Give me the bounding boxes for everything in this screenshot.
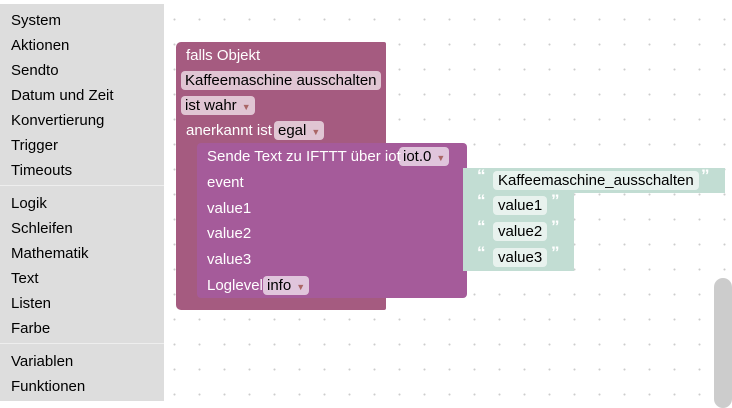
text-block-value2[interactable]: “ value2 ” bbox=[463, 217, 574, 245]
dropdown-arrow-icon: ▼ bbox=[311, 127, 321, 137]
close-quote-icon: ” bbox=[551, 217, 560, 236]
trigger-title: falls Objekt bbox=[186, 47, 261, 64]
instance-dropdown[interactable]: iot.0 ▼ bbox=[399, 147, 450, 166]
text-field[interactable]: value1 bbox=[493, 196, 548, 215]
instance-value: iot.0 bbox=[403, 148, 432, 165]
close-quote-icon: ” bbox=[701, 166, 710, 185]
object-field[interactable]: Kaffeemaschine ausschalten bbox=[181, 71, 381, 90]
input-label-value1: value1 bbox=[207, 200, 252, 217]
text-field[interactable]: value3 bbox=[493, 248, 548, 267]
ifttt-block[interactable]: Sende Text zu IFTTT über iot iot.0 ▼ even… bbox=[197, 143, 467, 298]
category-konvertierung[interactable]: Konvertierung bbox=[11, 112, 105, 129]
input-label-value3: value3 bbox=[207, 251, 252, 268]
dropdown-arrow-icon: ▼ bbox=[296, 282, 306, 292]
category-listen[interactable]: Listen bbox=[11, 295, 52, 312]
vertical-scrollbar[interactable] bbox=[714, 278, 732, 408]
ifttt-title: Sende Text zu IFTTT über iot bbox=[207, 148, 401, 165]
divider bbox=[0, 343, 164, 344]
category-logik[interactable]: Logik bbox=[11, 195, 47, 212]
category-timeouts[interactable]: Timeouts bbox=[11, 162, 73, 179]
open-quote-icon: “ bbox=[477, 191, 486, 210]
text-block-value1[interactable]: “ value1 ” bbox=[463, 191, 574, 219]
category-trigger[interactable]: Trigger bbox=[11, 137, 58, 154]
dropdown-arrow-icon: ▼ bbox=[241, 102, 251, 112]
category-system[interactable]: System bbox=[11, 12, 62, 29]
ack-value: egal bbox=[278, 122, 307, 139]
text-field[interactable]: value2 bbox=[493, 222, 548, 241]
category-datum-und-zeit[interactable]: Datum und Zeit bbox=[11, 87, 114, 104]
category-schleifen[interactable]: Schleifen bbox=[11, 220, 73, 237]
category-funktionen[interactable]: Funktionen bbox=[11, 378, 86, 395]
text-block-event[interactable]: “ Kaffeemaschine_ausschalten ” bbox=[463, 166, 725, 193]
divider bbox=[0, 185, 164, 186]
ack-label: anerkannt ist bbox=[186, 122, 272, 139]
close-quote-icon: ” bbox=[551, 191, 560, 210]
open-quote-icon: “ bbox=[477, 217, 486, 236]
toolbox-sidebar: System Aktionen Sendto Datum und Zeit Ko… bbox=[0, 4, 164, 401]
open-quote-icon: “ bbox=[477, 243, 486, 262]
category-aktionen[interactable]: Aktionen bbox=[11, 37, 70, 54]
category-mathematik[interactable]: Mathematik bbox=[11, 245, 89, 262]
condition-dropdown[interactable]: ist wahr ▼ bbox=[181, 96, 255, 115]
close-quote-icon: ” bbox=[551, 243, 560, 262]
loglevel-dropdown[interactable]: info ▼ bbox=[263, 276, 310, 295]
ack-dropdown[interactable]: egal ▼ bbox=[274, 121, 325, 140]
loglevel-value: info bbox=[267, 277, 292, 294]
open-quote-icon: “ bbox=[477, 166, 486, 185]
input-label-value2: value2 bbox=[207, 225, 252, 242]
category-text[interactable]: Text bbox=[11, 270, 39, 287]
input-label-event: event bbox=[207, 174, 244, 191]
category-variablen[interactable]: Variablen bbox=[11, 353, 74, 370]
text-block-value3[interactable]: “ value3 ” bbox=[463, 243, 574, 271]
category-farbe[interactable]: Farbe bbox=[11, 320, 51, 337]
category-sendto[interactable]: Sendto bbox=[11, 62, 59, 79]
dropdown-arrow-icon: ▼ bbox=[436, 153, 446, 163]
condition-value: ist wahr bbox=[185, 97, 237, 114]
loglevel-label: Loglevel bbox=[207, 277, 263, 294]
text-field[interactable]: Kaffeemaschine_ausschalten bbox=[493, 171, 699, 190]
